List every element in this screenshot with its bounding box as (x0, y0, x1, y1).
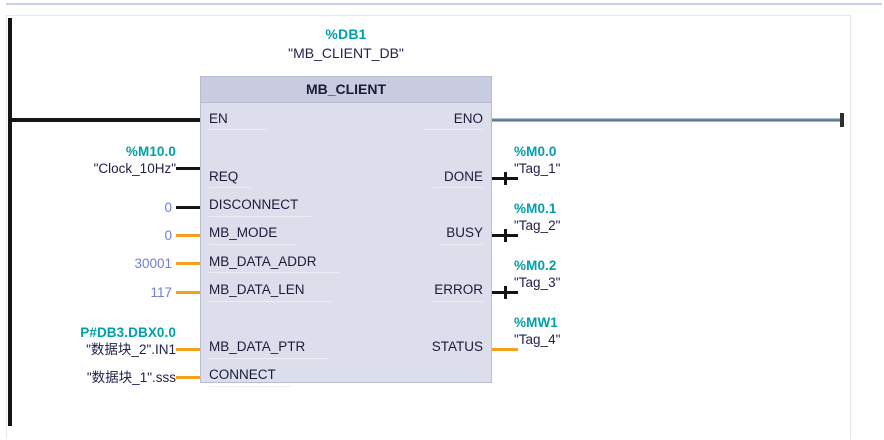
operand-status[interactable]: %MW1 "Tag_4" (514, 314, 560, 348)
pin-underline (439, 244, 483, 245)
operand-connect-symbol: "数据块_1".sss (86, 370, 176, 385)
operand-mb-data-ptr[interactable]: P#DB3.DBX0.0 "数据块_2".IN1 (0, 324, 176, 358)
pin-underline (209, 187, 251, 188)
eno-output-rail[interactable] (492, 118, 843, 122)
operand-req[interactable]: %M10.0 "Clock_10Hz" (0, 143, 176, 177)
pin-status[interactable]: STATUS (431, 339, 483, 354)
operand-req-symbol: "Clock_10Hz" (93, 161, 176, 176)
pin-disconnect[interactable]: DISCONNECT (209, 197, 299, 212)
terminator-done (504, 172, 507, 185)
pin-busy[interactable]: BUSY (446, 225, 483, 240)
operand-busy[interactable]: %M0.1 "Tag_2" (514, 200, 560, 234)
pin-error[interactable]: ERROR (434, 282, 483, 297)
operand-error-address: %M0.2 (514, 258, 557, 273)
function-block-header (201, 77, 491, 103)
operand-error-symbol: "Tag_3" (514, 275, 561, 290)
wire-stub-mb-data-len[interactable] (176, 291, 200, 294)
operand-status-address: %MW1 (514, 315, 558, 330)
operand-disconnect[interactable]: 0 (0, 199, 172, 216)
terminator-error (504, 286, 507, 299)
wire-stub-mb-data-ptr[interactable] (176, 348, 200, 351)
pin-en[interactable]: EN (209, 111, 228, 126)
toolbar-separator (6, 3, 882, 5)
eno-rail-terminator (840, 113, 844, 127)
operand-mb-data-ptr-address: P#DB3.DBX0.0 (80, 325, 176, 340)
pin-underline (209, 216, 311, 217)
operand-req-address: %M10.0 (125, 144, 176, 159)
instance-db-name: "MB_CLIENT_DB" (288, 45, 404, 61)
pin-underline (209, 272, 339, 273)
wire-stub-status[interactable] (492, 348, 518, 351)
operand-done[interactable]: %M0.0 "Tag_1" (514, 143, 560, 177)
wire-stub-req[interactable] (176, 167, 200, 170)
wire-stub-connect[interactable] (176, 376, 200, 379)
pin-mb-mode[interactable]: MB_MODE (209, 225, 278, 240)
wire-stub-disconnect[interactable] (176, 206, 200, 209)
rung-wire-to-en[interactable] (10, 118, 202, 122)
power-rail[interactable] (8, 18, 12, 426)
operand-connect[interactable]: "数据块_1".sss (0, 369, 176, 386)
operand-busy-address: %M0.1 (514, 201, 557, 216)
pin-underline (209, 358, 327, 359)
operand-done-address: %M0.0 (514, 144, 557, 159)
operand-mb-data-addr[interactable]: 30001 (0, 255, 172, 272)
operand-done-symbol: "Tag_1" (514, 161, 561, 176)
pin-mb-data-len[interactable]: MB_DATA_LEN (209, 282, 305, 297)
pin-mb-data-ptr[interactable]: MB_DATA_PTR (209, 339, 306, 354)
pin-underline (209, 386, 291, 387)
operand-mb-data-addr-value: 30001 (134, 256, 172, 271)
operand-disconnect-value: 0 (164, 200, 172, 215)
function-block-mb-client[interactable]: MB_CLIENT EN ENO REQ DISCONNECT MB_MODE … (200, 76, 492, 387)
pin-underline (209, 129, 267, 130)
terminator-busy (504, 229, 507, 242)
operand-status-symbol: "Tag_4" (514, 332, 561, 347)
pin-underline (425, 129, 483, 130)
operand-busy-symbol: "Tag_2" (514, 218, 561, 233)
operand-mb-data-ptr-symbol: "数据块_2".IN1 (86, 342, 176, 357)
pin-mb-data-addr[interactable]: MB_DATA_ADDR (209, 254, 317, 269)
operand-mb-mode-value: 0 (164, 228, 172, 243)
pin-req[interactable]: REQ (209, 169, 239, 184)
pin-eno[interactable]: ENO (453, 111, 483, 126)
instance-db-number: %DB1 (325, 26, 367, 42)
pin-done[interactable]: DONE (443, 169, 483, 184)
wire-stub-mb-data-addr[interactable] (176, 262, 200, 265)
pin-connect[interactable]: CONNECT (209, 367, 276, 382)
operand-mb-data-len-value: 117 (150, 285, 172, 300)
pin-underline (433, 301, 483, 302)
operand-mb-mode[interactable]: 0 (0, 227, 172, 244)
pin-underline (209, 244, 297, 245)
operand-mb-data-len[interactable]: 117 (0, 284, 172, 301)
operand-error[interactable]: %M0.2 "Tag_3" (514, 257, 560, 291)
pin-underline (433, 187, 483, 188)
function-block-title: MB_CLIENT (305, 81, 387, 97)
wire-stub-mb-mode[interactable] (176, 234, 200, 237)
pin-underline (209, 301, 331, 302)
